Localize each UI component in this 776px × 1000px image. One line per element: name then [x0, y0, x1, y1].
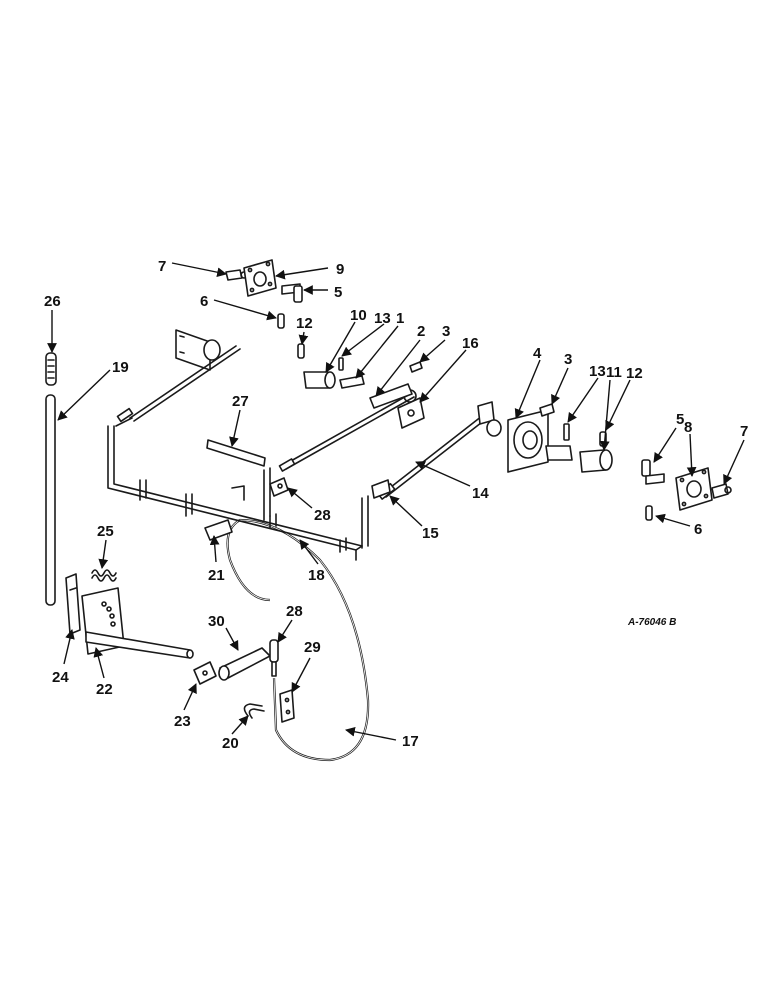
callout-24: 24 [52, 669, 69, 686]
callout-labels: 7 9 5 6 26 19 12 10 13 1 2 3 16 4 3 13 1… [44, 258, 748, 752]
callout-8: 8 [684, 419, 692, 436]
clamp-plate-part-29 [279, 689, 295, 723]
lever-rod-part-19 [45, 394, 56, 606]
quadrant-part-22 [81, 587, 194, 659]
callout-22: 22 [96, 681, 113, 698]
rod-part-14 [377, 401, 502, 500]
strap-part-27 [206, 439, 266, 467]
arm-part-30 [218, 647, 271, 681]
dowel-part-6-top [277, 313, 285, 329]
callout-20: 20 [222, 735, 239, 752]
clip-part-20 [243, 703, 265, 719]
callout-19: 19 [112, 359, 129, 376]
frame-part-18 [107, 417, 369, 561]
callout-13-left: 13 [374, 310, 391, 327]
pin-part-5-right [641, 459, 665, 485]
callout-29: 29 [304, 639, 321, 656]
spring-part-25 [91, 569, 117, 582]
callout-6-right: 6 [694, 521, 702, 538]
clevis-part-28-upper [269, 477, 289, 497]
callout-13-right: 13 [589, 363, 606, 380]
bracket-part-24 [65, 573, 81, 635]
callout-11: 11 [606, 364, 622, 381]
flange-part-8 [675, 467, 713, 511]
callout-10: 10 [350, 307, 367, 324]
callout-15: 15 [422, 525, 439, 542]
bracket-part-16 [397, 397, 425, 429]
callout-23: 23 [174, 713, 191, 730]
callout-27: 27 [232, 393, 249, 410]
dowel-part-6-right [645, 505, 653, 521]
callout-21: 21 [208, 567, 225, 584]
callout-3-left: 3 [442, 323, 450, 340]
pin-part-5-top [281, 283, 303, 303]
fitting-part-7-right [711, 483, 732, 499]
callout-14: 14 [472, 485, 489, 502]
bracket-part-23 [193, 661, 217, 685]
left-rod-assembly [116, 329, 241, 423]
callout-18: 18 [308, 567, 325, 584]
callout-9: 9 [336, 261, 344, 278]
callout-28-upper: 28 [314, 507, 331, 524]
flange-part-9 [243, 259, 277, 297]
callout-5-top: 5 [334, 284, 342, 301]
bracket-part-21 [204, 519, 233, 541]
pin-part-12-left [297, 343, 305, 359]
rod-part-1 [278, 389, 417, 472]
callout-1: 1 [396, 310, 404, 327]
pin-part-13-left [338, 357, 344, 371]
callout-4: 4 [533, 345, 542, 362]
callout-28-lower: 28 [286, 603, 303, 620]
callout-30: 30 [208, 613, 225, 630]
clevis-part-28-lower [269, 639, 279, 677]
callout-17: 17 [402, 733, 419, 750]
callout-25: 25 [97, 523, 114, 540]
callout-3-right: 3 [564, 351, 572, 368]
callout-5-right: 5 [676, 411, 684, 428]
callout-12-left: 12 [296, 315, 313, 332]
clevis-part-15 [371, 479, 391, 499]
leader-lines [47, 262, 745, 741]
callout-26: 26 [44, 293, 61, 310]
bushing-part-11 [545, 445, 613, 473]
callout-12-right: 12 [626, 365, 643, 382]
nipple-part-3-right [539, 403, 555, 417]
nipple-part-3-left [409, 361, 423, 373]
bearing-part-4 [507, 409, 549, 473]
pin-part-13-right [563, 423, 570, 441]
callout-16: 16 [462, 335, 479, 352]
drawing-number: A-76046 B [627, 617, 676, 628]
grip-part-26 [45, 352, 57, 386]
callout-6-top: 6 [200, 293, 208, 310]
callout-7-top: 7 [158, 258, 166, 275]
bushing-part-10 [303, 371, 336, 389]
callout-2: 2 [417, 323, 425, 340]
lever-part-2 [369, 383, 413, 409]
control-cable-part-17 [226, 518, 370, 762]
bolt-part-1 [339, 375, 365, 389]
callout-7-right: 7 [740, 423, 748, 440]
